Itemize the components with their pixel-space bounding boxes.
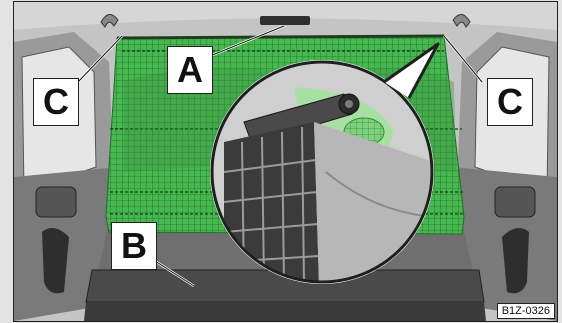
- callout-label-c-right: C: [487, 78, 533, 126]
- callout-label-a: A: [167, 46, 213, 94]
- figure-code: B1Z-0326: [497, 303, 555, 319]
- car-interior-illustration: [14, 2, 557, 321]
- callout-label-c-left: C: [33, 78, 79, 126]
- callout-label-b: B: [111, 222, 157, 270]
- figure-frame: A B C C B1Z-0326: [13, 1, 558, 322]
